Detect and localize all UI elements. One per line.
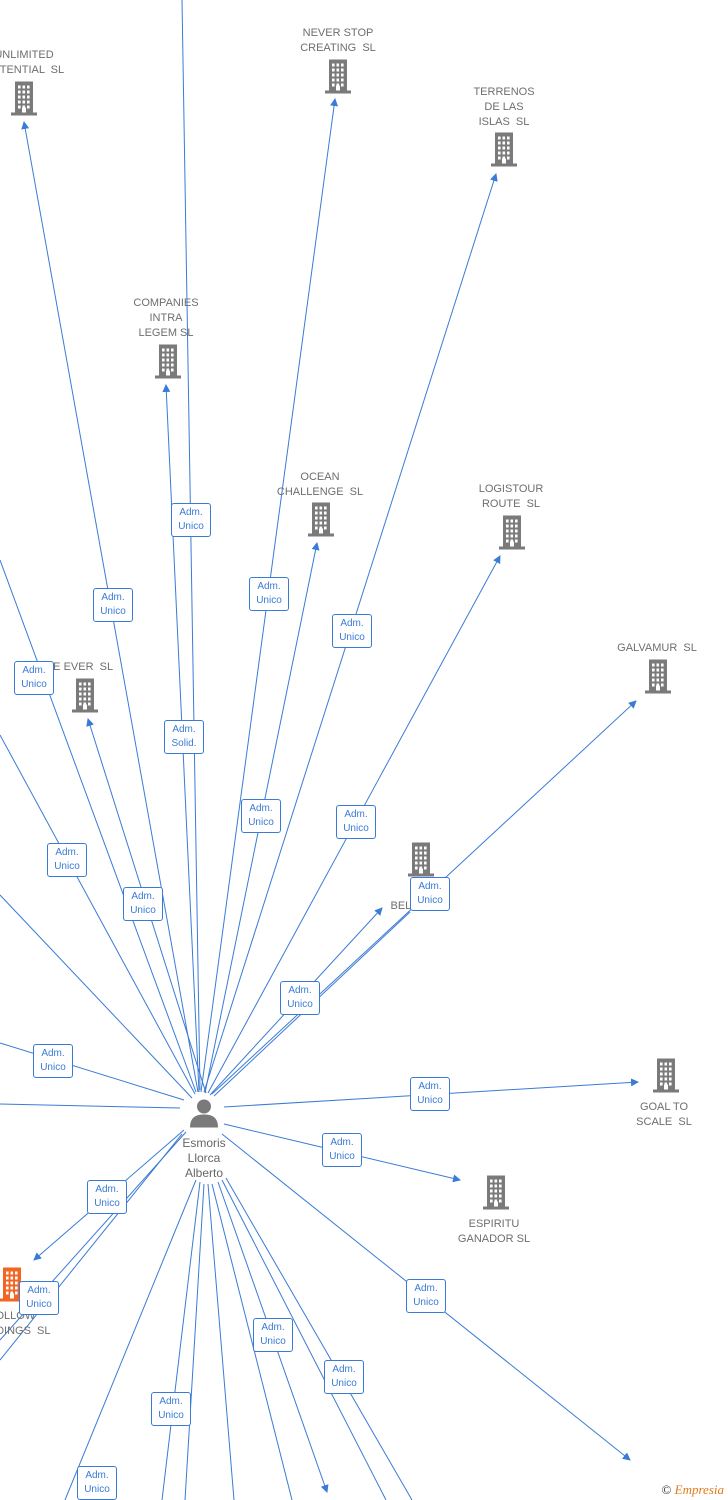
relation-edge — [181, 0, 201, 1091]
company-label[interactable]: ESPIRITU GANADOR SL — [457, 1218, 531, 1245]
role-badge[interactable]: Adm. Unico — [332, 614, 372, 648]
building-icon[interactable] — [406, 841, 436, 882]
role-badge[interactable]: Adm. Unico — [47, 843, 87, 877]
relation-edge — [161, 1181, 201, 1500]
company-label[interactable]: OCEAN CHALLENGE SL — [276, 471, 364, 498]
role-badge[interactable]: Adm. Solid. — [164, 720, 204, 754]
person-name-line: Llorca — [187, 1151, 221, 1165]
role-badge[interactable]: Adm. Unico — [280, 981, 320, 1015]
role-badge[interactable]: Adm. Unico — [410, 1077, 450, 1111]
person-name-line: Esmoris — [182, 1136, 226, 1150]
building-icon[interactable] — [643, 658, 673, 699]
role-badge[interactable]: Adm. Unico — [77, 1466, 117, 1500]
brand-name: Empresia — [674, 1482, 724, 1497]
relation-edge — [0, 1042, 185, 1101]
relation-edge — [0, 894, 193, 1099]
copyright-symbol: © — [661, 1482, 672, 1497]
copyright: © Empresia — [662, 1482, 725, 1498]
role-badge[interactable]: Adm. Unico — [253, 1318, 293, 1352]
role-badge[interactable]: Adm. Unico — [322, 1133, 362, 1167]
company-label[interactable]: GALVAMUR SL — [617, 642, 697, 654]
person-name-line: Alberto — [184, 1166, 224, 1180]
company-label[interactable]: TERRENOS DE LAS ISLAS SL — [473, 86, 535, 128]
relation-edge — [0, 734, 196, 1095]
relation-edge — [0, 559, 197, 1093]
company-label[interactable]: GOAL TO SCALE SL — [636, 1101, 692, 1128]
role-badge[interactable]: Adm. Unico — [87, 1180, 127, 1214]
relation-edge — [225, 1177, 413, 1500]
building-icon[interactable] — [651, 1057, 681, 1098]
role-badge[interactable]: Adm. Unico — [93, 588, 133, 622]
role-badge[interactable]: Adm. Unico — [324, 1360, 364, 1394]
building-icon[interactable] — [323, 58, 353, 99]
relation-edge — [207, 1183, 235, 1500]
building-icon[interactable] — [9, 80, 39, 121]
role-badge[interactable]: Adm. Unico — [171, 503, 211, 537]
relation-edge — [0, 1133, 183, 1361]
building-icon[interactable] — [70, 677, 100, 718]
role-badge[interactable]: Adm. Unico — [19, 1281, 59, 1315]
company-label[interactable]: NEVER STOP CREATING SL — [300, 27, 376, 54]
role-badge[interactable]: Adm. Unico — [151, 1392, 191, 1426]
building-icon[interactable] — [306, 501, 336, 542]
building-icon[interactable] — [0, 1266, 27, 1307]
role-badge[interactable]: Adm. Unico — [14, 661, 54, 695]
relation-edge — [221, 1179, 387, 1500]
relation-edge — [0, 1103, 181, 1109]
role-badge[interactable]: Adm. Unico — [410, 877, 450, 911]
relation-edge — [211, 1183, 293, 1500]
building-icon[interactable] — [481, 1174, 511, 1215]
relation-edge — [184, 1183, 205, 1500]
building-icon[interactable] — [497, 514, 527, 555]
person-icon[interactable] — [189, 1098, 219, 1133]
company-label[interactable]: COMPANIES INTRA LEGEM SL — [133, 297, 199, 339]
role-badge[interactable]: Adm. Unico — [123, 887, 163, 921]
role-badge[interactable]: Adm. Unico — [336, 805, 376, 839]
building-icon[interactable] — [153, 343, 183, 384]
role-badge[interactable]: Adm. Unico — [33, 1044, 73, 1078]
company-label[interactable]: UNLIMITED POTENTIAL SL — [0, 49, 65, 76]
company-label[interactable]: LOGISTOUR ROUTE SL — [478, 483, 544, 510]
relation-edge — [64, 1179, 197, 1500]
role-badge[interactable]: Adm. Unico — [249, 577, 289, 611]
building-icon[interactable] — [489, 131, 519, 172]
role-badge[interactable]: Adm. Unico — [241, 799, 281, 833]
role-badge[interactable]: Adm. Unico — [406, 1279, 446, 1313]
